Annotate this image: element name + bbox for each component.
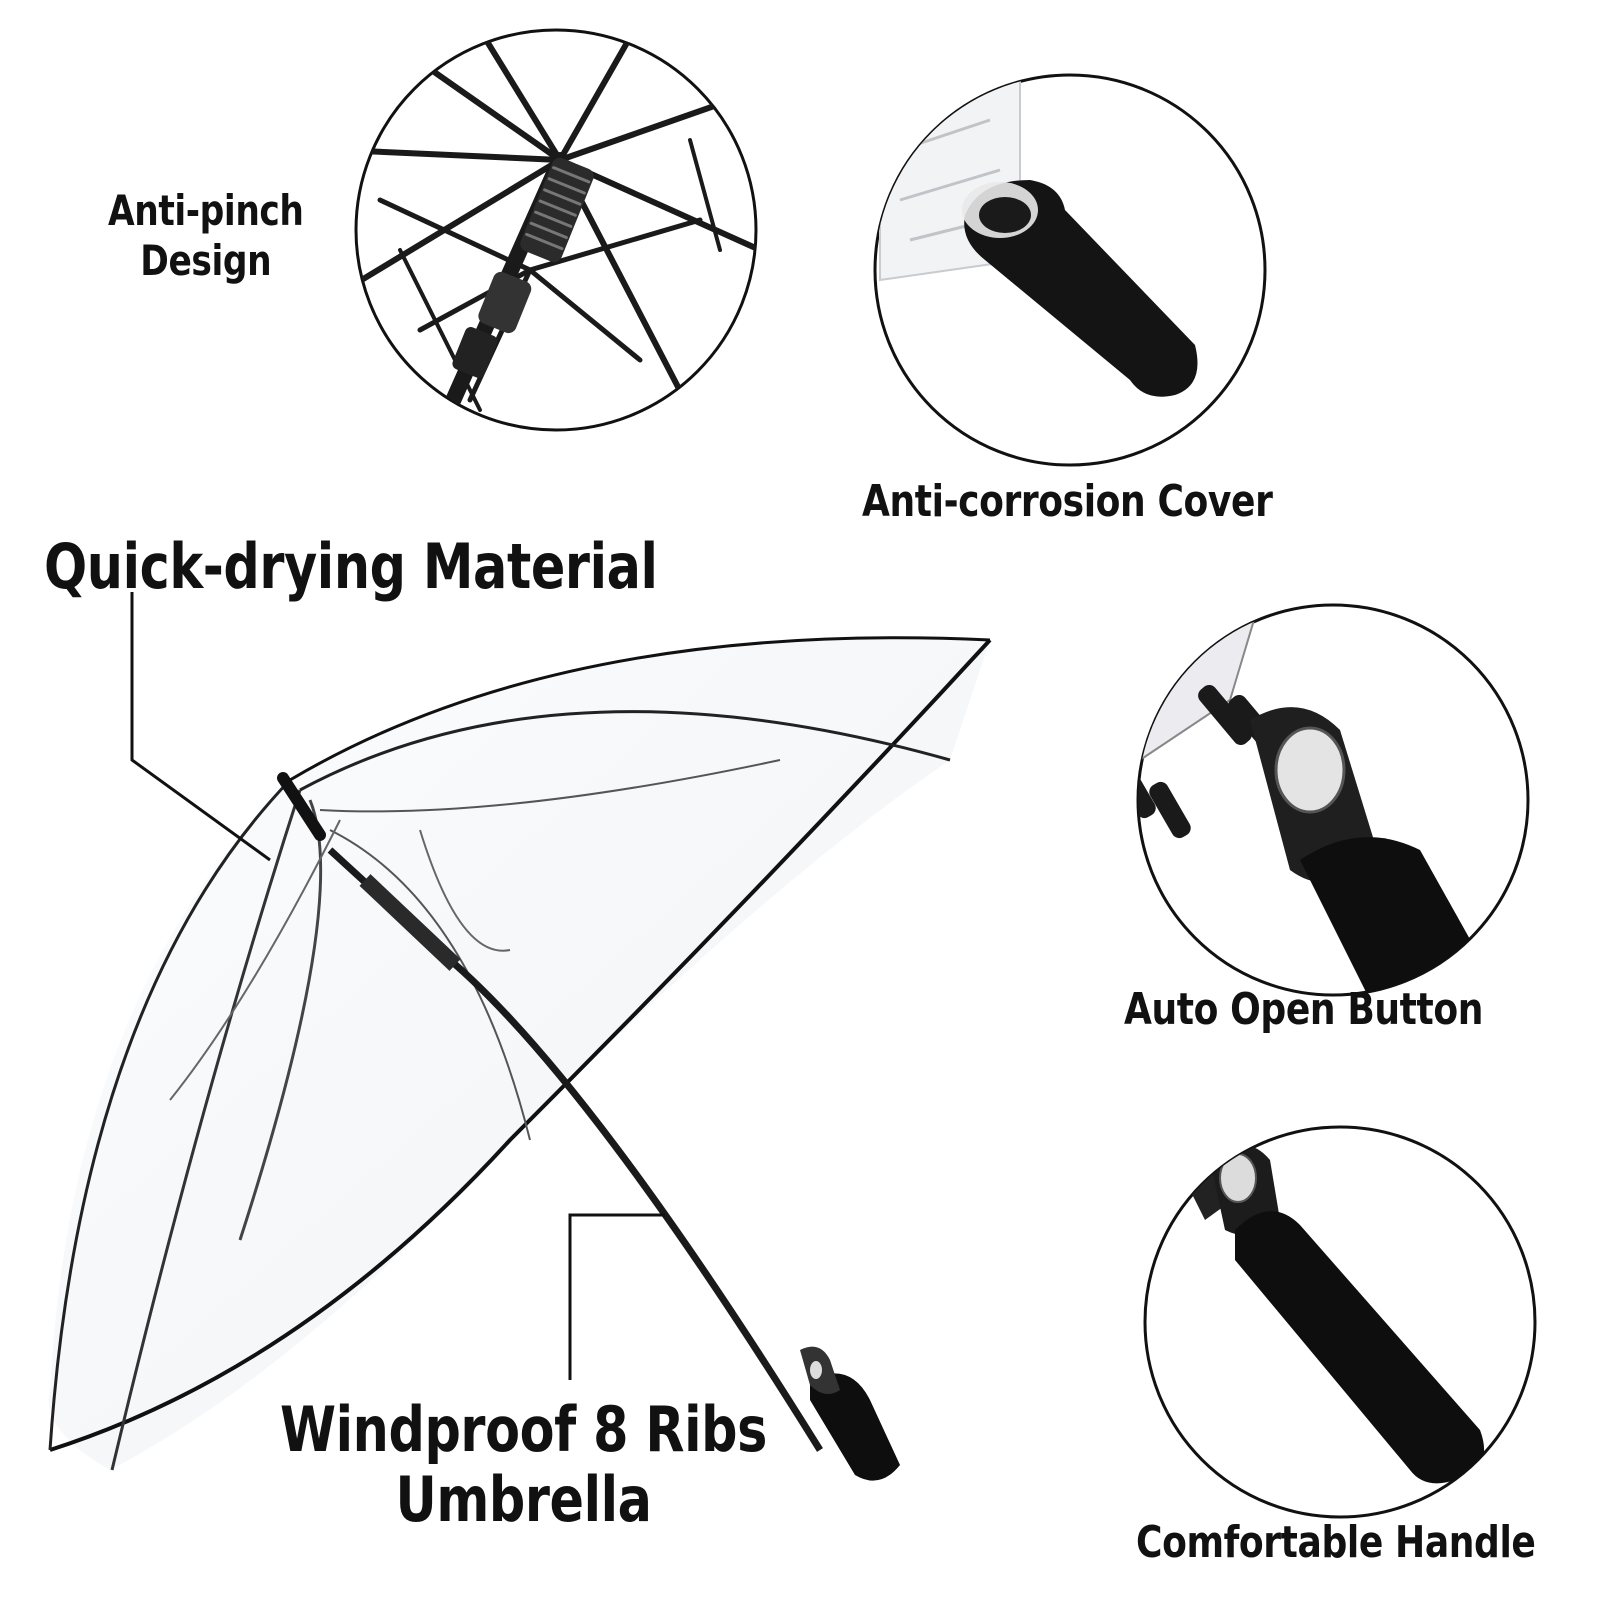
comfortable-handle-label: Comfortable Handle [1136, 1517, 1536, 1568]
quick-drying-callout-line [130, 592, 271, 862]
anti-pinch-label-line2: Design [140, 236, 272, 285]
quick-drying-label: Quick-drying Material [44, 530, 658, 603]
anti-pinch-label-line1: Anti-pinch [108, 186, 304, 235]
handle-detail-circle [1143, 1125, 1537, 1519]
auto-open-label: Auto Open Button [1124, 984, 1484, 1035]
windproof-label: Windproof 8 Ribs Umbrella [280, 1395, 767, 1535]
umbrella-icon [48, 636, 992, 1481]
anti-corrosion-label: Anti-corrosion Cover [862, 476, 1273, 527]
windproof-callout-line [568, 1213, 665, 1380]
windproof-label-line1: Windproof 8 Ribs [280, 1393, 767, 1466]
anti-pinch-label: Anti-pinch Design [108, 186, 304, 286]
windproof-label-line2: Umbrella [395, 1463, 652, 1536]
tip-cover-detail-circle [873, 73, 1267, 467]
anti-pinch-detail-circle [354, 28, 758, 432]
